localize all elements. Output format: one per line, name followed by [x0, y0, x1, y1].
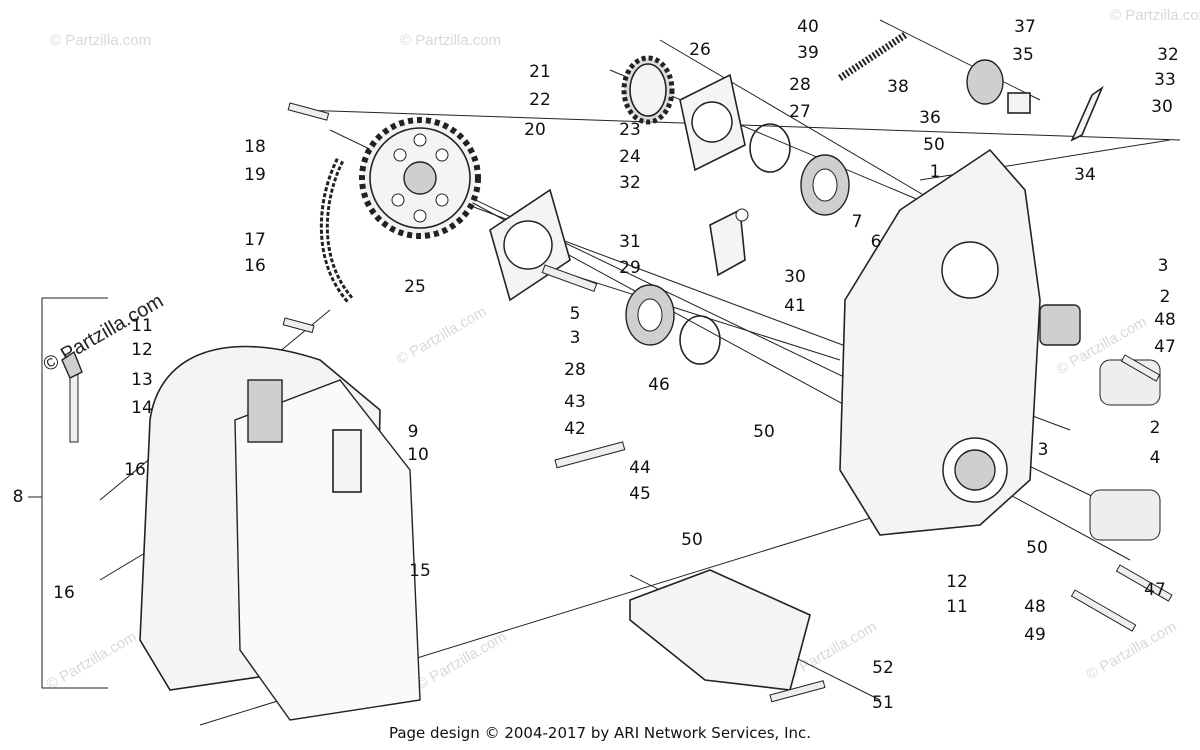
dipstick — [61, 350, 83, 443]
callout-52: 52 — [872, 658, 894, 678]
callout-5: 5 — [570, 304, 581, 324]
chaincase-housing — [839, 148, 1161, 541]
callout-28: 28 — [564, 360, 586, 380]
callout-32: 32 — [1157, 45, 1179, 65]
callout-48: 48 — [1024, 597, 1046, 617]
callout-38: 38 — [887, 77, 909, 97]
callout-2: 2 — [1160, 287, 1171, 307]
callout-44: 44 — [629, 458, 651, 478]
callout-3: 3 — [1038, 440, 1049, 460]
bolts — [282, 102, 1173, 703]
callout-36: 36 — [919, 108, 941, 128]
callout-45: 45 — [629, 484, 651, 504]
callout-47: 47 — [1154, 337, 1176, 357]
callout-41: 41 — [784, 296, 806, 316]
callout-37: 37 — [1014, 17, 1036, 37]
callout-labels: 1 2 2 3 3 3 4 5 6 7 8 9 10 11 11 12 12 1… — [13, 17, 1179, 713]
callout-16: 16 — [124, 460, 146, 480]
callout-8: 8 — [13, 487, 24, 507]
callout-12: 12 — [131, 340, 153, 360]
callout-50: 50 — [681, 530, 703, 550]
callout-43: 43 — [564, 392, 586, 412]
callout-4: 4 — [1150, 448, 1161, 468]
callout-34: 34 — [1074, 165, 1096, 185]
copyright-footer: Page design © 2004-2017 by ARI Network S… — [389, 724, 811, 742]
callout-25: 25 — [404, 277, 426, 297]
callout-50: 50 — [753, 422, 775, 442]
callout-15: 15 — [409, 561, 431, 581]
callout-32: 32 — [619, 173, 641, 193]
callout-13: 13 — [131, 370, 153, 390]
bracket-8 — [28, 297, 108, 689]
callout-1: 1 — [930, 162, 941, 182]
large-sprocket — [359, 117, 481, 239]
callout-30: 30 — [1151, 97, 1173, 117]
callout-47: 47 — [1144, 580, 1166, 600]
callout-39: 39 — [797, 43, 819, 63]
watermark: © Partzilla.com — [400, 32, 501, 49]
callout-3: 3 — [1158, 256, 1169, 276]
callout-18: 18 — [244, 137, 266, 157]
callout-19: 19 — [244, 165, 266, 185]
watermark: © Partzilla.com — [44, 628, 140, 693]
callout-30: 30 — [784, 267, 806, 287]
bearing-27 — [800, 154, 850, 216]
callout-50: 50 — [1026, 538, 1048, 558]
callout-49: 49 — [1024, 625, 1046, 645]
bracket-31 — [709, 208, 749, 277]
callout-46: 46 — [648, 375, 670, 395]
callout-31: 31 — [619, 232, 641, 252]
bearing-29 — [625, 284, 675, 346]
callout-24: 24 — [619, 147, 641, 167]
tension-arm — [1070, 85, 1104, 142]
watermark: © Partzilla.com — [50, 32, 151, 49]
callout-35: 35 — [1012, 45, 1034, 65]
callout-22: 22 — [529, 90, 551, 110]
callout-14: 14 — [131, 398, 153, 418]
callout-28: 28 — [789, 75, 811, 95]
callout-16: 16 — [53, 583, 75, 603]
callout-27: 27 — [789, 102, 811, 122]
spring-39 — [838, 32, 907, 81]
callout-20: 20 — [524, 120, 546, 140]
watermark: © Partzilla.com — [1110, 7, 1200, 24]
callout-21: 21 — [529, 62, 551, 82]
callout-17: 17 — [244, 230, 266, 250]
chaincase-cover — [139, 345, 421, 721]
drive-chain — [319, 157, 354, 303]
small-sprocket — [621, 55, 675, 125]
callout-42: 42 — [564, 419, 586, 439]
callout-29: 29 — [619, 258, 641, 278]
callout-9: 9 — [408, 422, 419, 442]
o-ring-28 — [679, 123, 791, 365]
roller-35 — [966, 59, 1031, 114]
watermark: © Partzilla.com — [414, 628, 510, 693]
callout-2: 2 — [1150, 418, 1161, 438]
callout-10: 10 — [407, 445, 429, 465]
callout-16: 16 — [244, 256, 266, 276]
watermark: © Partzilla.com — [394, 303, 490, 368]
callout-12: 12 — [946, 572, 968, 592]
callout-40: 40 — [797, 17, 819, 37]
callout-51: 51 — [872, 693, 894, 713]
callout-7: 7 — [852, 212, 863, 232]
callout-11: 11 — [946, 597, 968, 617]
callout-33: 33 — [1154, 70, 1176, 90]
callout-11: 11 — [131, 316, 153, 336]
callout-3: 3 — [570, 328, 581, 348]
callout-23: 23 — [619, 120, 641, 140]
callout-6: 6 — [871, 232, 882, 252]
callout-26: 26 — [689, 40, 711, 60]
callout-48: 48 — [1154, 310, 1176, 330]
callout-50: 50 — [923, 135, 945, 155]
